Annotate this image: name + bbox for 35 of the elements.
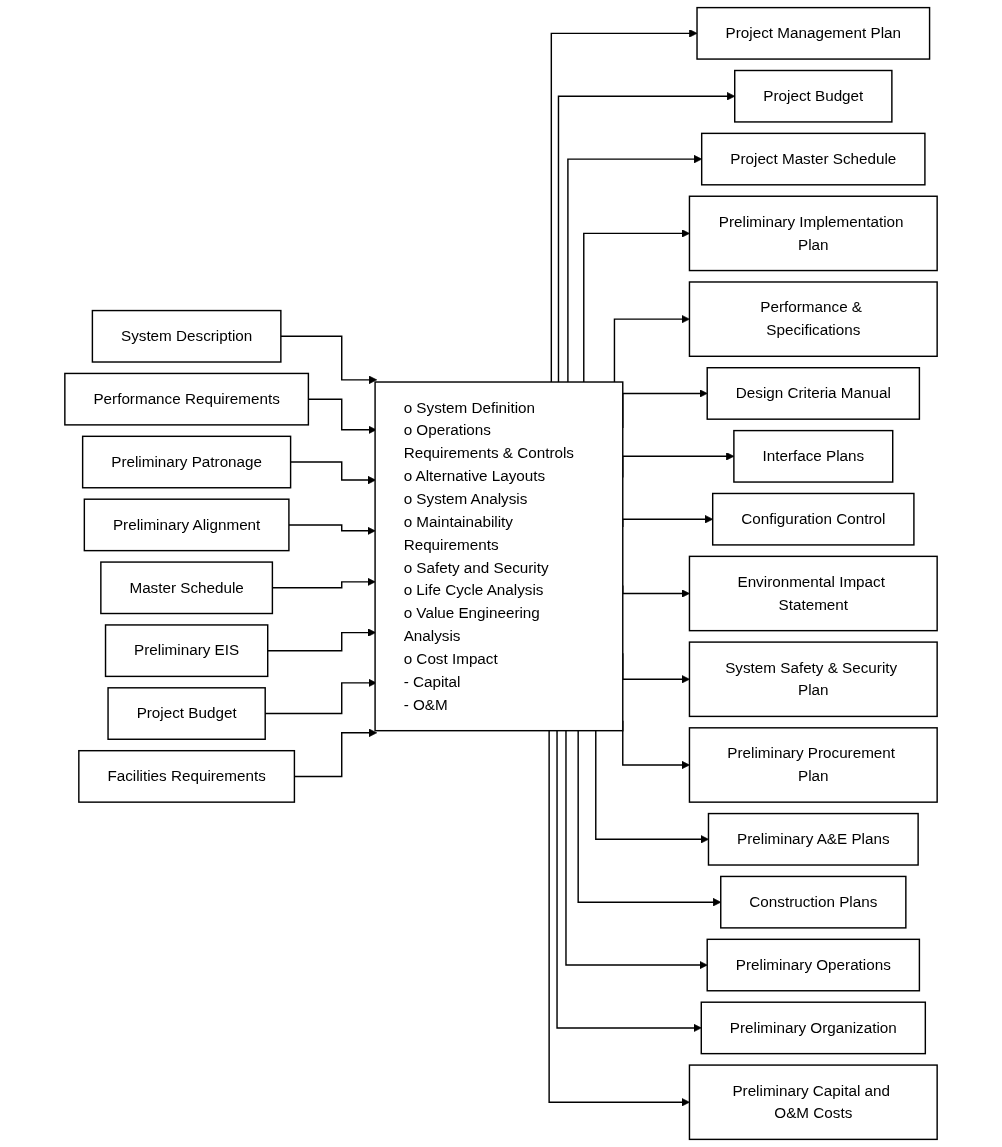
node-box: Facilities Requirements: [78, 749, 296, 803]
node-box: Configuration Control: [712, 492, 915, 546]
node-box: System Safety & Security Plan: [688, 641, 938, 718]
arrow: [565, 729, 708, 970]
node-box: Preliminary A&E Plans: [707, 812, 919, 866]
node-box: Preliminary EIS: [104, 624, 269, 678]
node-box: Project Management Plan: [696, 6, 931, 60]
node-box: Environmental Impact Statement: [688, 555, 938, 632]
arrow: [288, 524, 376, 536]
node-box: Preliminary Alignment: [83, 498, 290, 552]
arrow: [595, 729, 709, 844]
arrow: [583, 229, 690, 383]
arrow: [548, 729, 690, 1107]
node-box: o System Definition o Operations Requirements & Controls o Alternative Layouts o System Analysis o Maintainability Requirements o Safety and Security o Life Cycle Analysis o Value Engineering Analysis o Cost Impact - Capital - O&M: [374, 381, 624, 732]
node-box: Preliminary Capital and O&M Costs: [688, 1064, 938, 1141]
node-box: Performance & Specifications: [688, 281, 938, 357]
node-box: Project Budget: [734, 69, 893, 123]
node-box: Master Schedule: [100, 561, 274, 615]
node-box: Construction Plans: [720, 875, 907, 929]
arrow: [613, 314, 690, 383]
node-box: Preliminary Patronage: [81, 435, 292, 489]
arrow: [267, 628, 376, 652]
arrow: [550, 29, 698, 383]
node-box: Project Master Schedule: [700, 132, 926, 186]
node-box: Interface Plans: [733, 429, 894, 483]
node-box: Preliminary Procurement Plan: [688, 727, 938, 803]
node-box: Performance Requirements: [64, 372, 310, 426]
node-box: System Description: [91, 309, 282, 363]
node-box: Preliminary Implementation Plan: [688, 195, 938, 272]
arrow: [280, 335, 378, 385]
node-box: Project Budget: [107, 687, 266, 740]
node-box: Preliminary Operations: [706, 938, 921, 992]
node-box: Design Criteria Manual: [706, 367, 921, 420]
node-box: Preliminary Organization: [700, 1001, 927, 1055]
arrow: [556, 729, 702, 1033]
